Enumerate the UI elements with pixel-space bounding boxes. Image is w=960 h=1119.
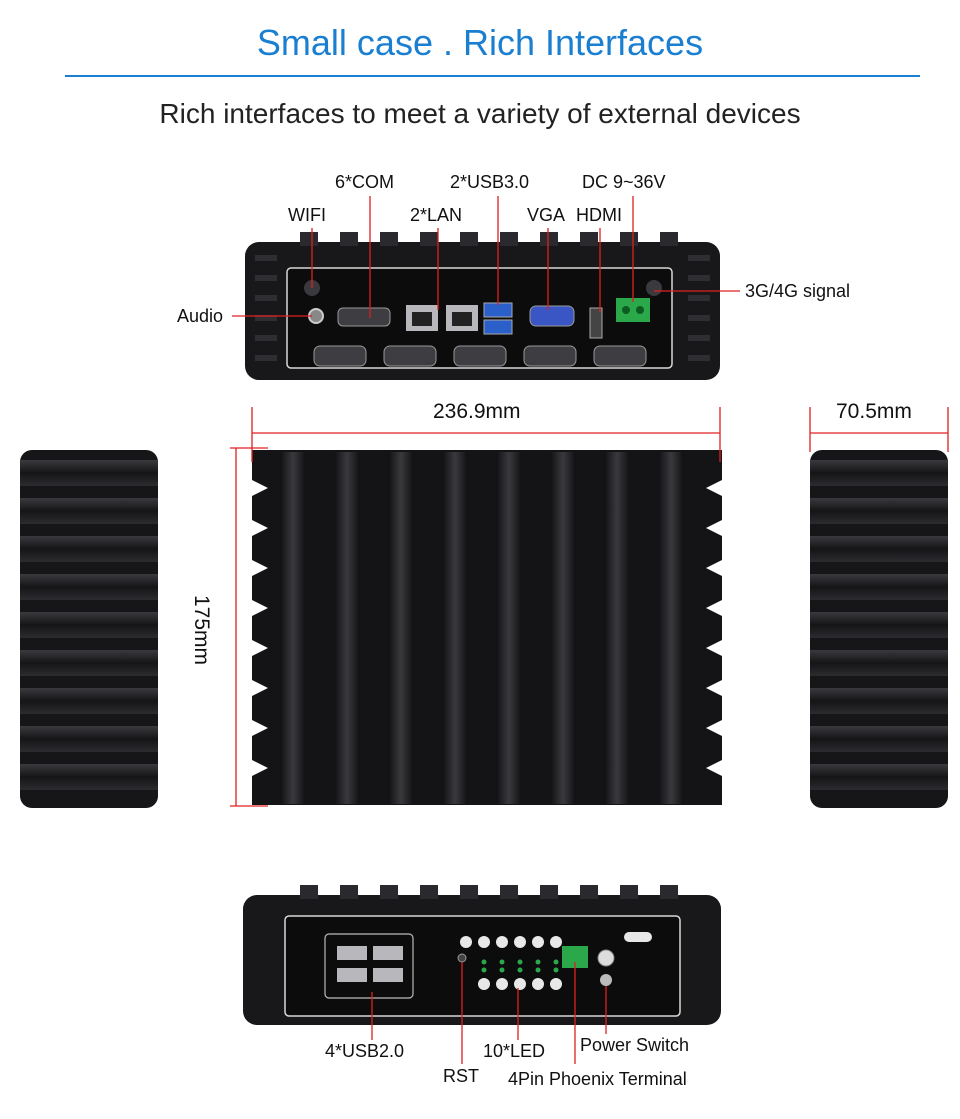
- top-view: [252, 450, 722, 805]
- label-lan: 2*LAN: [410, 205, 463, 225]
- page-subtitle: Rich interfaces to meet a variety of ext…: [159, 98, 801, 129]
- label-usb3: 2*USB3.0: [450, 172, 530, 192]
- label-dc: DC 9~36V: [582, 172, 666, 192]
- label-6com: 6*COM: [335, 172, 395, 192]
- label-phoenix: 4Pin Phoenix Terminal: [508, 1069, 687, 1089]
- dimension-height: 175mm: [190, 594, 214, 666]
- dimension-depth: 70.5mm: [836, 400, 912, 423]
- label-vga: VGA: [527, 205, 566, 225]
- rear-callout-lines: [371, 962, 607, 1064]
- label-hdmi: HDMI: [576, 205, 622, 225]
- label-led: 10*LED: [483, 1041, 546, 1061]
- label-wifi: WIFI: [288, 205, 326, 225]
- front-panel: [245, 232, 720, 380]
- rear-panel: [243, 885, 721, 1025]
- dimension-lines: [230, 407, 949, 807]
- title-divider: [65, 75, 920, 77]
- label-rst: RST: [443, 1066, 479, 1086]
- right-side-view: [810, 450, 948, 808]
- page-title: Small case . Rich Interfaces: [256, 22, 704, 63]
- label-audio: Audio: [177, 306, 224, 326]
- dimension-width: 236.9mm: [433, 400, 521, 423]
- label-signal: 3G/4G signal: [745, 281, 851, 301]
- label-power-switch: Power Switch: [580, 1035, 690, 1055]
- front-callout-lines: [232, 196, 740, 318]
- label-usb2: 4*USB2.0: [325, 1041, 405, 1061]
- left-side-view: [20, 450, 158, 808]
